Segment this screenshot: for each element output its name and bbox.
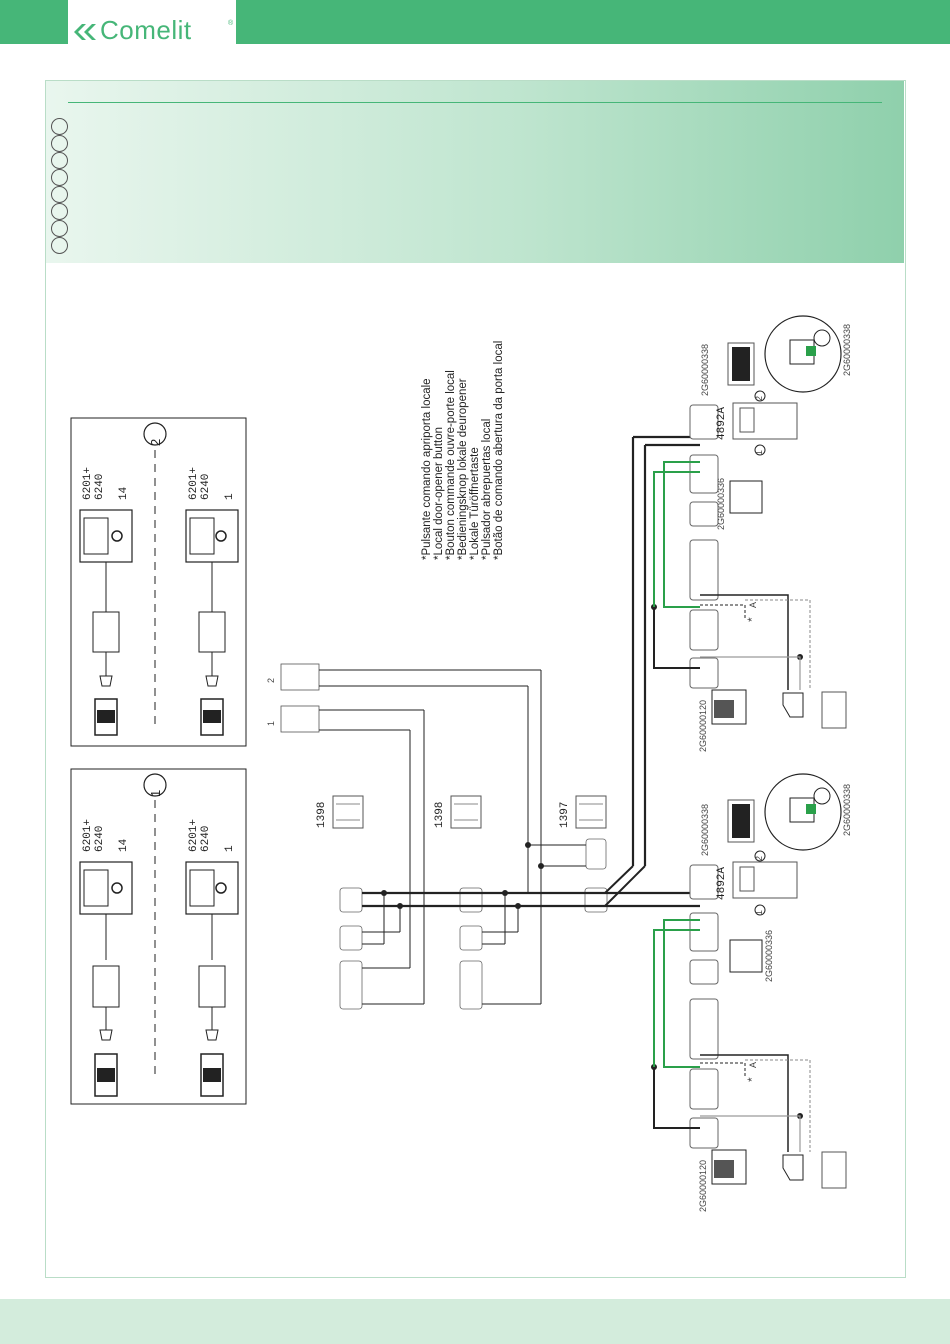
panel-1-bottom-qty: 1	[224, 845, 236, 852]
note-en: *Local door-opener button	[433, 427, 445, 560]
panel-1-top-qty: 14	[118, 838, 130, 852]
panel-1-number: 1	[148, 788, 163, 797]
content-frame	[45, 80, 906, 1278]
terminal-blocks	[280, 663, 608, 1010]
header-band	[46, 81, 904, 263]
entrance-1-label: 1	[266, 720, 276, 726]
language-circle-1	[51, 118, 68, 135]
lower-model-label: 4892A	[716, 866, 728, 900]
junction-dots	[381, 604, 803, 1119]
panel-2-bottom-qty: 1	[224, 493, 236, 500]
panel-1-bottom-model: 6201+ 6240	[188, 818, 212, 852]
note-nl: *Bedieningsknop lokale deuropener	[457, 378, 469, 560]
upper-switch-code: 2G60000338	[700, 343, 710, 396]
panel-2-number: 2	[148, 437, 163, 446]
lower-camera-code: 2G60000120	[698, 1159, 708, 1212]
module-1-label: 1398	[316, 801, 328, 828]
language-circle-5	[51, 186, 68, 203]
star-marker-lower: *	[745, 1077, 759, 1082]
note-it: *Pulsante comando apriporta locale	[421, 378, 433, 560]
panel-1-top-model: 6201+ 6240	[82, 818, 106, 852]
bus-wires	[362, 435, 700, 908]
note-es: *Pulsador abrepuertas local	[481, 418, 493, 560]
upper-badge-1: 1	[754, 449, 764, 455]
language-circle-3	[51, 152, 68, 169]
panel-2-top-model: 6201+ 6240	[82, 466, 106, 500]
panel-2-bottom-model: 6201+ 6240	[188, 466, 212, 500]
a-marker-upper: A	[748, 601, 758, 608]
star-marker-upper: *	[745, 617, 759, 622]
language-circle-7	[51, 220, 68, 237]
upper-detail-code: 2G60000338	[842, 323, 852, 376]
module-icons	[332, 795, 607, 829]
language-circle-2	[51, 135, 68, 152]
lower-switch-code: 2G60000338	[700, 803, 710, 856]
a-marker-lower: A	[748, 1061, 758, 1068]
lower-badge-1: 1	[754, 909, 764, 915]
upper-keypad-code: 2G60000336	[716, 477, 726, 530]
note-de: *Lokale Türöffnertaste	[469, 447, 481, 560]
upper-model-label: 4892A	[716, 406, 728, 440]
upper-camera-code: 2G60000120	[698, 699, 708, 752]
upper-badge-2: 2	[754, 395, 764, 401]
language-circle-4	[51, 169, 68, 186]
note-pt: *Botão de comando abertura da porta loca…	[493, 340, 505, 560]
registered-mark: ®	[228, 20, 234, 27]
entrance-2-label: 2	[266, 677, 276, 683]
language-circle-8	[51, 237, 68, 254]
brand-name: Comelit	[100, 15, 192, 45]
signal-wires	[319, 669, 586, 1005]
module-2-label: 1398	[434, 801, 446, 828]
panel-2	[70, 417, 247, 747]
lower-badge-2: 2	[754, 855, 764, 861]
panel-1	[70, 768, 247, 1105]
panel-2-top-qty: 14	[118, 486, 130, 500]
comelit-logo-icon	[74, 24, 96, 40]
note-fr: *Bouton commande ouvre-porte local	[445, 370, 457, 560]
outdoor-station-lower	[653, 773, 847, 1189]
outdoor-station-upper	[653, 315, 847, 729]
lower-detail-code: 2G60000338	[842, 783, 852, 836]
language-circle-6	[51, 203, 68, 220]
module-3-label: 1397	[559, 801, 571, 828]
bottom-band	[0, 1299, 950, 1344]
lower-keypad-code: 2G60000336	[764, 929, 774, 982]
header-rule	[68, 102, 882, 103]
logo-area: Comelit ®	[68, 0, 236, 46]
